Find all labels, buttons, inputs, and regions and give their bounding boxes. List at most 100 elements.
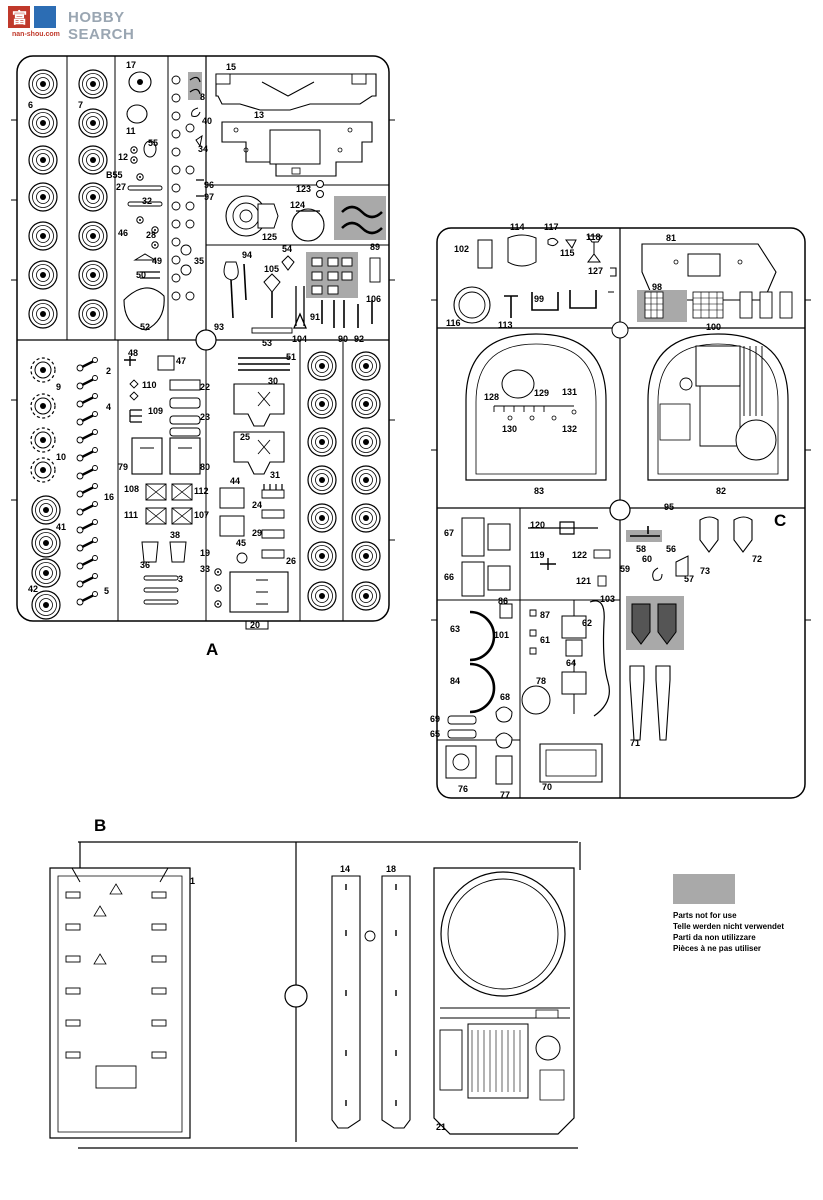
sprue-letter-b: B — [94, 816, 107, 835]
sprue-c — [431, 227, 811, 799]
part-number-label: 24 — [252, 500, 262, 510]
legend-line-en: Parts not for use — [673, 911, 737, 920]
part-number-label: 15 — [226, 62, 236, 72]
part-number-label: 61 — [540, 635, 550, 645]
part-number-label: 17 — [126, 60, 136, 70]
part-number-label: 96 — [204, 180, 214, 190]
part-number-label: 77 — [500, 790, 510, 800]
part-number-label: 41 — [56, 522, 66, 532]
part-number-label: 127 — [588, 266, 603, 276]
legend-line-de: Telle werden nicht verwendet — [673, 922, 784, 931]
part-number-label: 117 — [544, 222, 559, 232]
part-number-label: 2 — [106, 366, 111, 376]
part-number-label: 34 — [198, 144, 208, 154]
part-number-label: 48 — [128, 348, 138, 358]
sprue-letter-c: C — [774, 511, 787, 530]
part-number-label: 66 — [444, 572, 454, 582]
part-number-label: 81 — [666, 233, 676, 243]
part-number-label: 121 — [576, 576, 591, 586]
legend: Parts not for use Telle werden nicht ver… — [673, 874, 813, 954]
part-number-label: 113 — [498, 320, 513, 330]
part-number-label: 87 — [540, 610, 550, 620]
part-number-label: 129 — [534, 388, 549, 398]
part-number-label: 69 — [430, 714, 440, 724]
part-number-label: 64 — [566, 658, 576, 668]
part-number-label: 105 — [264, 264, 279, 274]
part-number-label: 56 — [666, 544, 676, 554]
part-number-label: 125 — [262, 232, 277, 242]
part-number-label: 116 — [446, 318, 461, 328]
part-number-label: 98 — [652, 282, 662, 292]
sprue-letter-a: A — [206, 640, 219, 659]
watermark-brand: HOBBY SEARCH — [68, 9, 135, 43]
part-number-label: 28 — [146, 230, 156, 240]
part-number-label: 95 — [664, 502, 674, 512]
part-number-label: 22 — [200, 382, 210, 392]
part-number-label: 111 — [124, 510, 138, 520]
part-number-label: 128 — [484, 392, 499, 402]
part-number-label: 8 — [200, 92, 205, 102]
legend-line-fr: Pièces à ne pas utiliser — [673, 944, 762, 953]
part-number-label: 110 — [142, 380, 157, 390]
part-number-label: 123 — [296, 184, 311, 194]
watermark: 富 HOBBY SEARCH nan-shou.com — [6, 4, 166, 43]
part-number-label: 122 — [572, 550, 587, 560]
part-number-label: B55 — [106, 170, 123, 180]
part-number-label: 68 — [500, 692, 510, 702]
part-number-label: 131 — [562, 387, 577, 397]
part-number-label: 33 — [200, 564, 210, 574]
part-number-label: 19 — [200, 548, 210, 558]
part-number-label: 12 — [118, 152, 128, 162]
part-number-label: 72 — [752, 554, 762, 564]
part-number-label: 90 — [338, 334, 348, 344]
part-number-label: 78 — [536, 676, 546, 686]
part-number-label: 55 — [148, 138, 158, 148]
part-number-label: 80 — [200, 462, 210, 472]
part-number-label: 49 — [152, 256, 162, 266]
part-number-label: 20 — [250, 620, 260, 630]
part-number-label: 25 — [240, 432, 250, 442]
part-number-label: 102 — [454, 244, 469, 254]
part-number-label: 86 — [498, 596, 508, 606]
part-number-label: 124 — [290, 200, 305, 210]
part-number-label: 50 — [136, 270, 146, 280]
part-number-label: 67 — [444, 528, 454, 538]
legend-line-it: Parti da non utilizzare — [673, 933, 756, 942]
part-number-label: 3 — [178, 574, 183, 584]
part-number-label: 38 — [170, 530, 180, 540]
part-number-label: 93 — [214, 322, 224, 332]
part-number-label: 60 — [642, 554, 652, 564]
part-number-label: 1 — [190, 876, 195, 886]
part-number-label: 46 — [118, 228, 128, 238]
part-number-label: 89 — [370, 242, 380, 252]
part-number-label: 10 — [56, 452, 66, 462]
part-number-label: 42 — [28, 584, 38, 594]
part-number-label: 18 — [386, 864, 396, 874]
part-number-label: 109 — [148, 406, 163, 416]
part-number-label: 29 — [252, 528, 262, 538]
part-number-label: 45 — [236, 538, 246, 548]
part-number-label: 57 — [684, 574, 694, 584]
part-number-label: 119 — [530, 550, 545, 560]
part-number-label: 51 — [286, 352, 296, 362]
part-number-label: 70 — [542, 782, 552, 792]
part-number-label: 107 — [194, 510, 209, 520]
part-number-label: 31 — [270, 470, 280, 480]
part-number-label: 100 — [706, 322, 721, 332]
part-number-label: 65 — [430, 729, 440, 739]
part-number-label: 97 — [204, 192, 214, 202]
part-number-label: 84 — [450, 676, 460, 686]
part-number-label: 58 — [636, 544, 646, 554]
part-number-label: 71 — [630, 738, 640, 748]
part-number-label: 11 — [126, 126, 136, 136]
watermark-url: nan-shou.com — [12, 31, 60, 38]
part-number-label: 44 — [230, 476, 240, 486]
part-number-label: 104 — [292, 334, 307, 344]
part-number-label: 62 — [582, 618, 592, 628]
part-number-label: 5 — [104, 586, 109, 596]
part-number-label: 120 — [530, 520, 545, 530]
watermark-logo-icon: 富 — [8, 6, 56, 28]
part-number-label: 26 — [286, 556, 296, 566]
part-number-label: 99 — [534, 294, 544, 304]
part-number-label: 103 — [600, 594, 615, 604]
